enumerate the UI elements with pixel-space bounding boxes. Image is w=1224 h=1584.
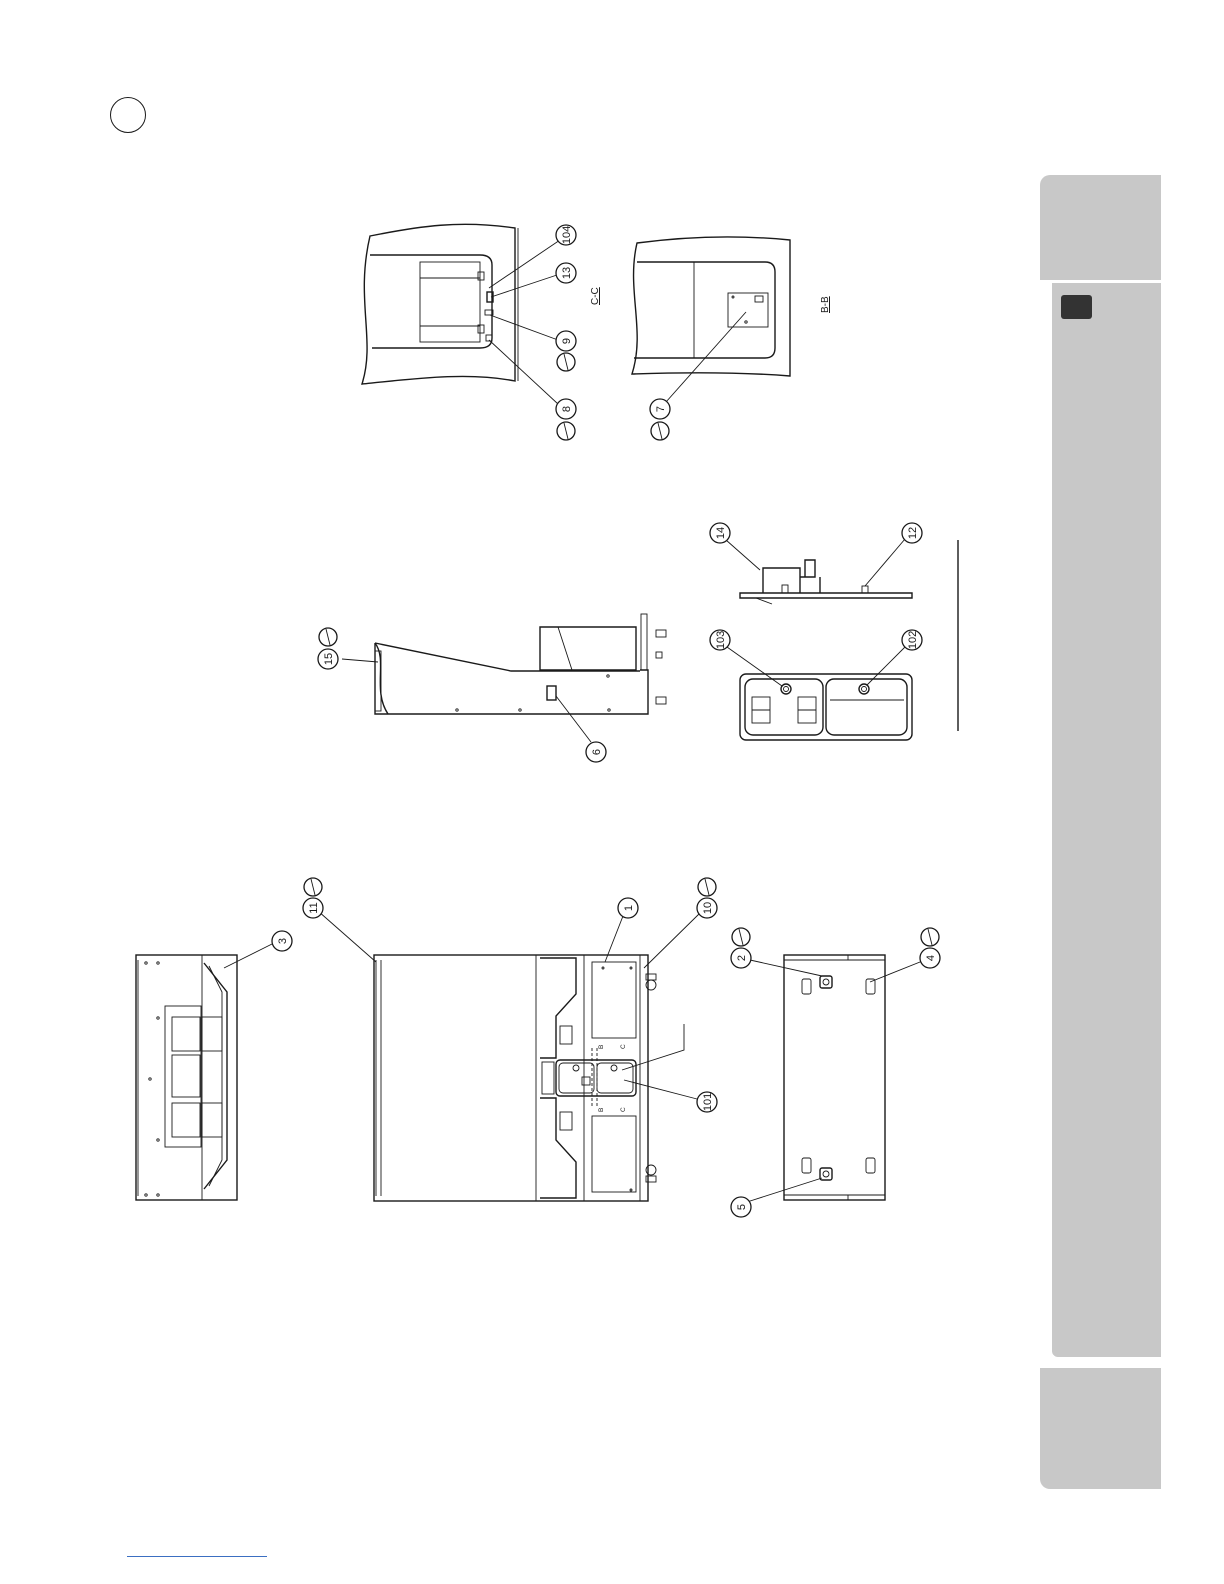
balloon-8-screw-ref xyxy=(557,422,575,440)
balloon-15-screw-ref xyxy=(319,628,337,646)
svg-text:15: 15 xyxy=(323,653,335,665)
svg-text:4: 4 xyxy=(925,955,937,961)
balloon-7-screw-ref xyxy=(651,422,669,440)
section-cc-view: C-C xyxy=(362,224,601,404)
cut-mark-b-bottom: B xyxy=(598,1108,605,1112)
balloon-104: 104 xyxy=(556,225,576,245)
bottom-view xyxy=(747,955,925,1202)
balloon-2-screw-ref xyxy=(732,928,750,946)
section-bb-view: B-B xyxy=(632,237,831,402)
balloon-5: 5 xyxy=(731,1197,751,1217)
balloon-101: 101 xyxy=(697,1092,717,1112)
balloon-6: 6 xyxy=(586,742,606,762)
balloon-7: 7 xyxy=(650,399,670,419)
balloon-103: 103 xyxy=(710,630,730,650)
balloon-12: 12 xyxy=(902,523,922,543)
svg-text:13: 13 xyxy=(561,267,573,279)
balloon-8: 8 xyxy=(556,399,576,419)
svg-text:12: 12 xyxy=(907,527,919,539)
svg-text:104: 104 xyxy=(561,226,573,244)
svg-text:2: 2 xyxy=(736,955,748,961)
side-view xyxy=(342,614,666,742)
svg-text:11: 11 xyxy=(308,902,320,913)
svg-text:3: 3 xyxy=(277,938,289,944)
svg-text:101: 101 xyxy=(702,1093,714,1111)
svg-text:103: 103 xyxy=(715,631,727,649)
top-view: B C B C xyxy=(318,911,700,1201)
balloon-15: 15 xyxy=(318,649,338,669)
balloon-14: 14 xyxy=(710,523,730,543)
balloon-9: 9 xyxy=(556,331,576,351)
balloon-10-screw-ref xyxy=(698,878,716,896)
balloon-9-screw-ref xyxy=(557,353,575,371)
balloon-4: 4 xyxy=(920,948,940,968)
balloon-3: 3 xyxy=(272,931,292,951)
svg-text:8: 8 xyxy=(561,406,573,412)
svg-text:1: 1 xyxy=(623,905,635,911)
cut-mark-c-bottom: C xyxy=(620,1107,627,1112)
section-label-bb: B-B xyxy=(820,296,831,313)
cut-mark-c-top: C xyxy=(620,1044,627,1049)
svg-text:9: 9 xyxy=(561,338,573,344)
balloon-2: 2 xyxy=(731,948,751,968)
balloon-13: 13 xyxy=(556,263,576,283)
balloon-1: 1 xyxy=(618,898,638,918)
front-view xyxy=(136,944,272,1200)
svg-text:6: 6 xyxy=(591,749,603,755)
balloon-10: 10 xyxy=(697,898,717,918)
coin-door-detail xyxy=(726,539,958,740)
cut-mark-b-top: B xyxy=(598,1045,605,1049)
svg-text:5: 5 xyxy=(736,1204,748,1210)
balloon-102: 102 xyxy=(902,630,922,650)
balloon-4-screw-ref xyxy=(921,928,939,946)
svg-text:10: 10 xyxy=(702,902,714,914)
section-label-cc: C-C xyxy=(590,287,601,305)
svg-text:102: 102 xyxy=(907,631,919,649)
svg-text:14: 14 xyxy=(715,527,727,539)
balloon-11: 11 xyxy=(303,898,323,918)
balloon-11-screw-ref xyxy=(304,878,322,896)
svg-text:7: 7 xyxy=(655,406,667,412)
